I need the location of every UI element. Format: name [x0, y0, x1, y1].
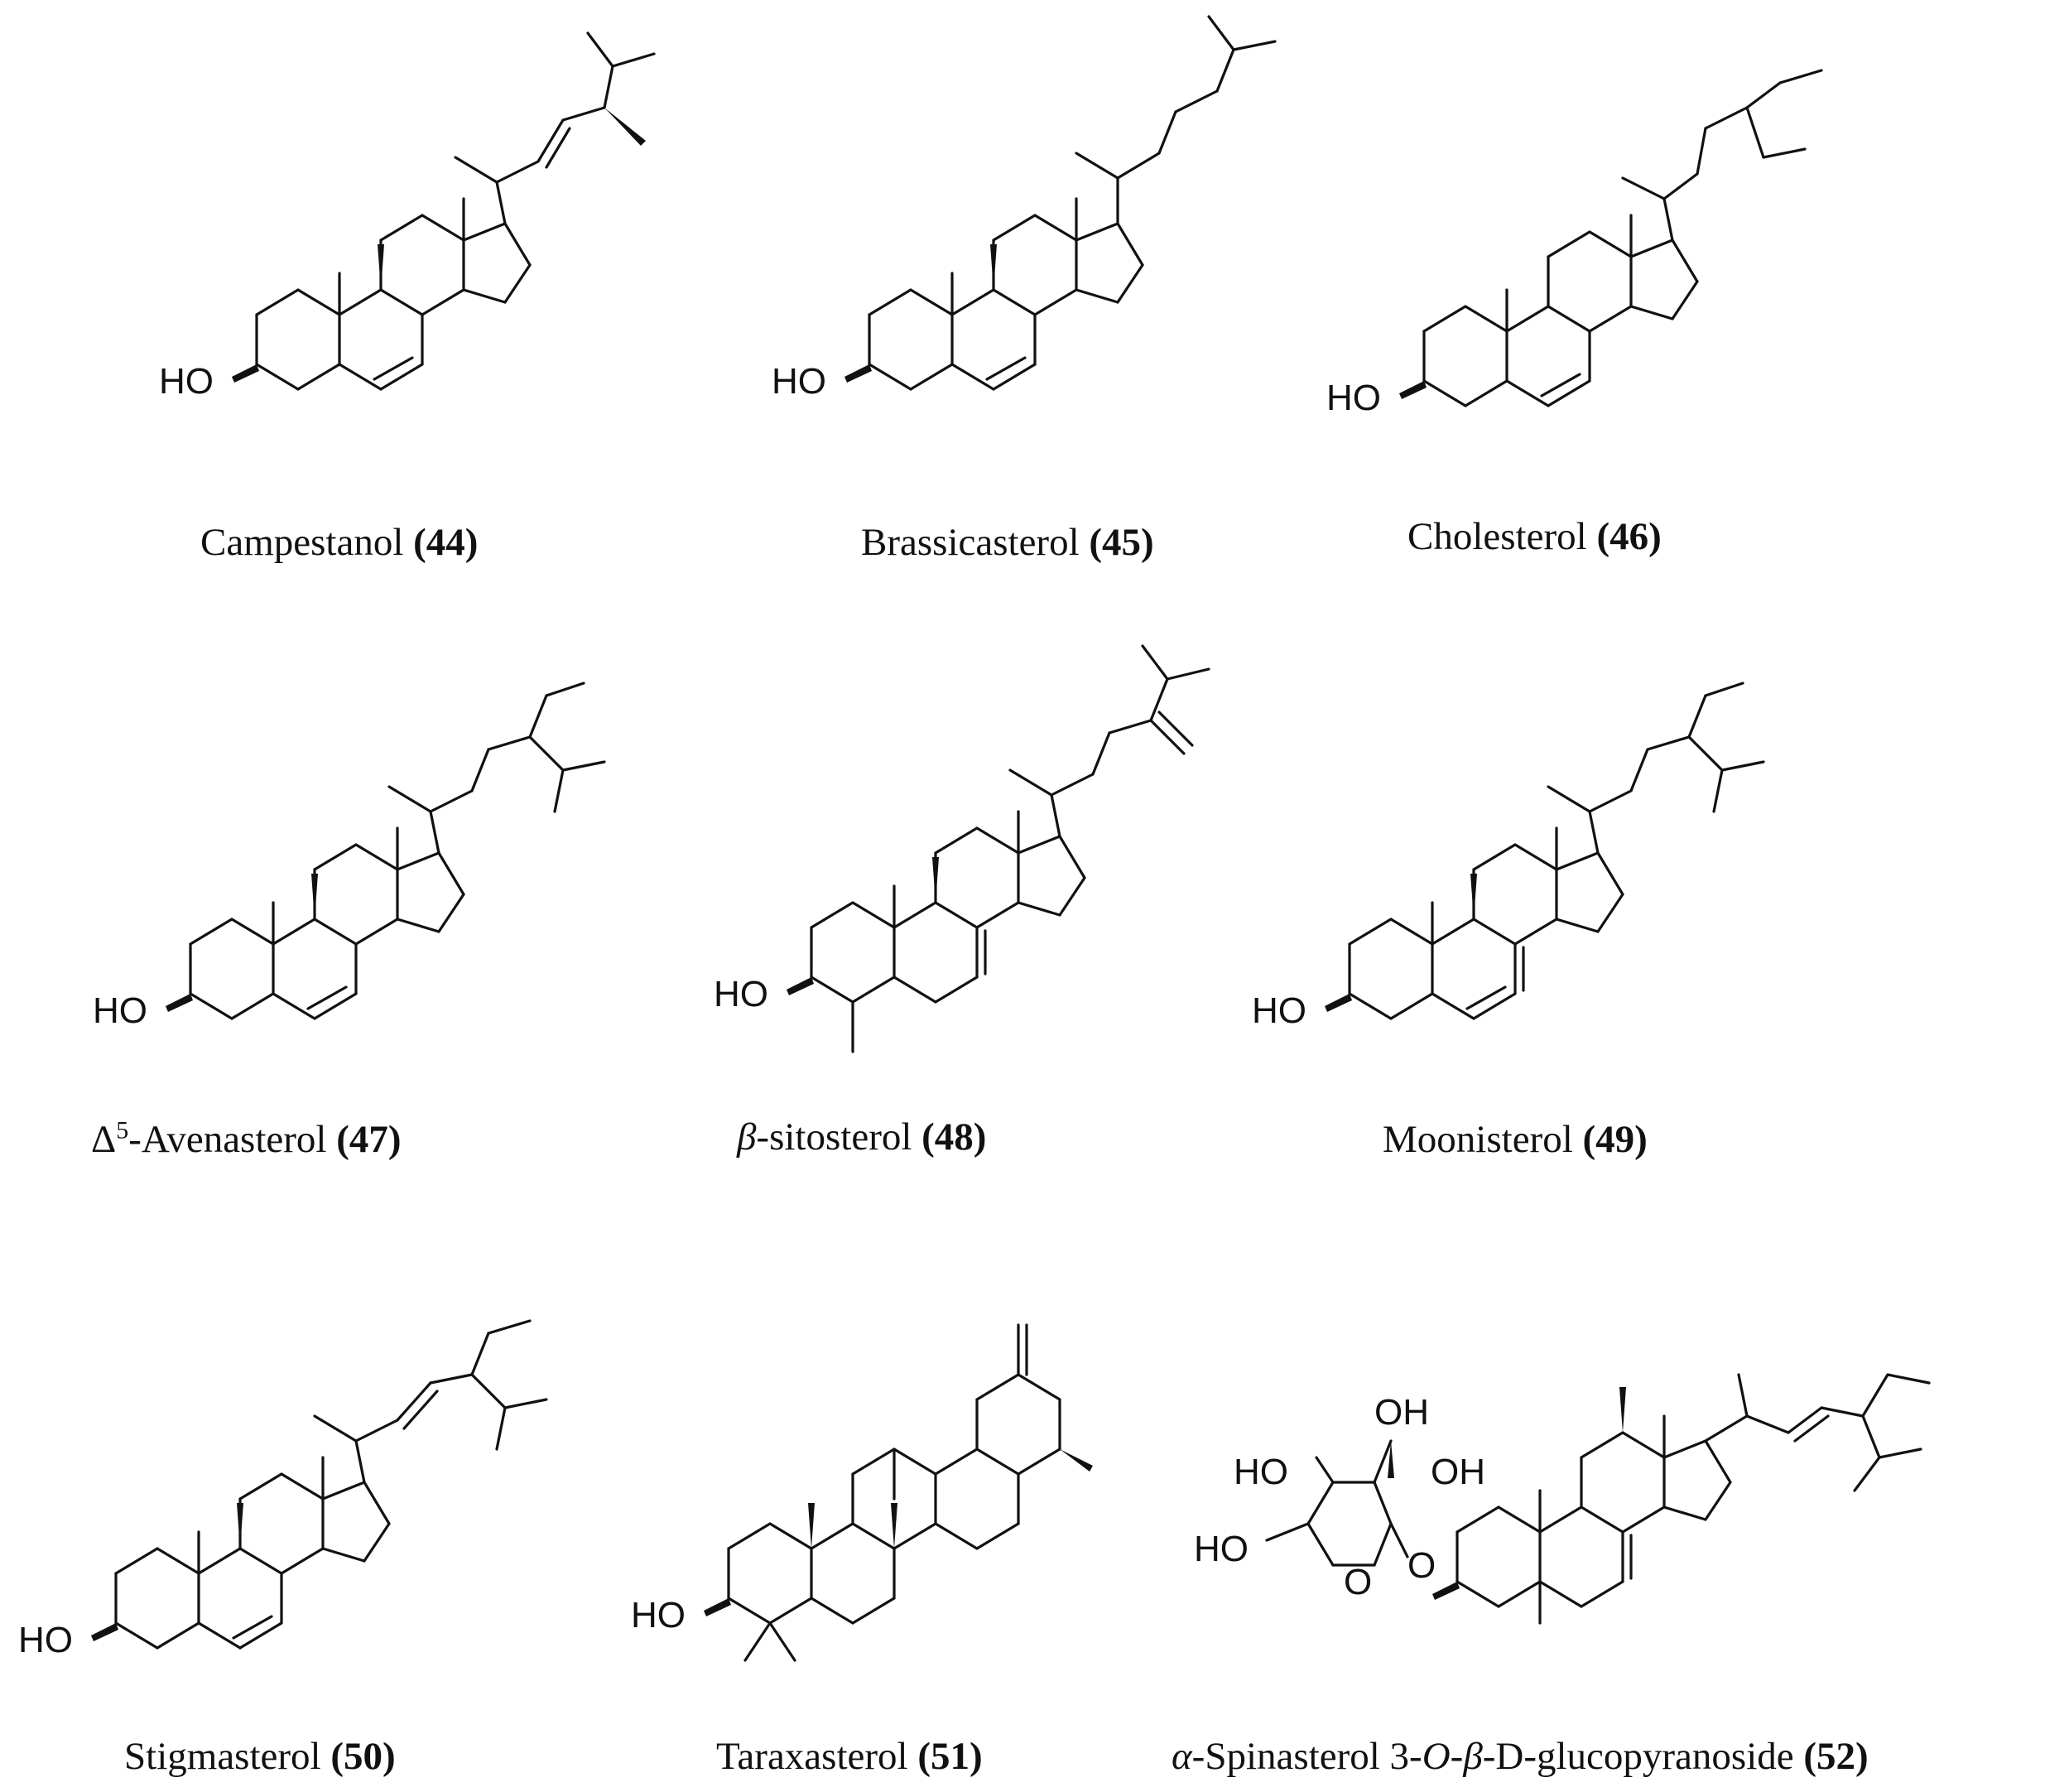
compound-name: Stigmasterol: [124, 1735, 321, 1778]
glycosidic-oxygen-label: O: [1407, 1545, 1436, 1586]
caption-49: Moonisterol (49): [1383, 1120, 1648, 1159]
hydroxyl-label: HO: [1252, 990, 1306, 1031]
caption-47: Δ5-Avenasterol (47): [91, 1118, 402, 1161]
beta-prefix: β: [737, 1115, 757, 1159]
compound-name: Taraxasterol: [716, 1735, 908, 1778]
steroid-core: [1348, 682, 1765, 1020]
compound-number: (51): [917, 1735, 983, 1778]
hydroxyl-label: HO: [159, 361, 214, 402]
compound-number: (44): [413, 521, 479, 564]
delta-position: 5: [116, 1116, 129, 1144]
steroid-core: [1422, 69, 1823, 407]
steroid-core: [255, 31, 656, 391]
structure-cholesterol: HO: [1326, 69, 1823, 418]
structure-stigmasterol: HO: [18, 1319, 548, 1660]
o-locant: O: [1422, 1735, 1451, 1778]
steroid-core: [114, 1319, 548, 1650]
hydroxyl-label: OH: [1431, 1452, 1485, 1492]
structure-spinasterol-glucoside: HO HO OH OH O O: [1194, 1373, 1931, 1625]
compound-number: (49): [1582, 1118, 1648, 1161]
alpha-prefix: α: [1172, 1735, 1192, 1778]
structure-brassicasterol: HO: [772, 15, 1277, 402]
hydroxyl-label: HO: [631, 1595, 686, 1635]
hydroxyl-label: HO: [1326, 378, 1381, 418]
structure-taraxasterol: HO: [631, 1323, 1093, 1662]
structure-beta-sitosterol: HO: [714, 644, 1210, 1053]
compound-number: (48): [921, 1115, 987, 1159]
steroid-core: [810, 644, 1210, 1053]
caption-45: Brassicasterol (45): [861, 523, 1154, 562]
structure-moonisterol: HO: [1252, 682, 1765, 1031]
steroid-core: [189, 682, 606, 1020]
hydroxyl-label: OH: [1374, 1392, 1429, 1433]
caption-44: Campestanol (44): [200, 523, 478, 562]
caption-48: β-sitosterol (48): [737, 1118, 986, 1157]
compound-number: (46): [1596, 515, 1662, 558]
delta-symbol: Δ: [91, 1118, 117, 1161]
compound-name-rest: -D-glucopyranoside: [1482, 1735, 1794, 1778]
steroid-core: [1456, 1373, 1931, 1625]
glucose-ring: [1265, 1439, 1409, 1567]
dash: -: [1450, 1735, 1464, 1778]
compound-name: Campestanol: [200, 521, 404, 564]
compound-name: -sitosterol: [756, 1115, 912, 1159]
compound-number: (47): [336, 1118, 402, 1161]
structure-avenasterol: HO: [93, 682, 606, 1031]
compound-name: -Avenasterol: [128, 1118, 327, 1161]
hydroxyl-label: HO: [772, 361, 826, 402]
ring-oxygen-label: O: [1344, 1562, 1372, 1602]
hydroxyl-label: HO: [1194, 1529, 1249, 1569]
hydroxyl-label: HO: [714, 974, 768, 1014]
beta-prefix: β: [1463, 1735, 1483, 1778]
caption-46: Cholesterol (46): [1407, 518, 1662, 556]
triterpene-core: [727, 1323, 1061, 1662]
caption-52: α-Spinasterol 3-O-β-D-glucopyranoside (5…: [1172, 1737, 1869, 1776]
compound-name: Moonisterol: [1383, 1118, 1573, 1161]
hydroxyl-label: HO: [18, 1620, 73, 1660]
compound-number: (52): [1803, 1735, 1869, 1778]
compound-name: Cholesterol: [1407, 515, 1587, 558]
structure-campestanol: HO: [159, 31, 656, 402]
caption-51: Taraxasterol (51): [716, 1737, 983, 1776]
compound-number: (45): [1089, 521, 1154, 564]
steroid-core: [868, 15, 1277, 391]
compound-name: Brassicasterol: [861, 521, 1080, 564]
compound-name: -Spinasterol 3-: [1191, 1735, 1422, 1778]
hydroxyl-label: HO: [1234, 1452, 1288, 1492]
caption-50: Stigmasterol (50): [124, 1737, 396, 1776]
compound-number: (50): [330, 1735, 396, 1778]
hydroxyl-label: HO: [93, 990, 147, 1031]
